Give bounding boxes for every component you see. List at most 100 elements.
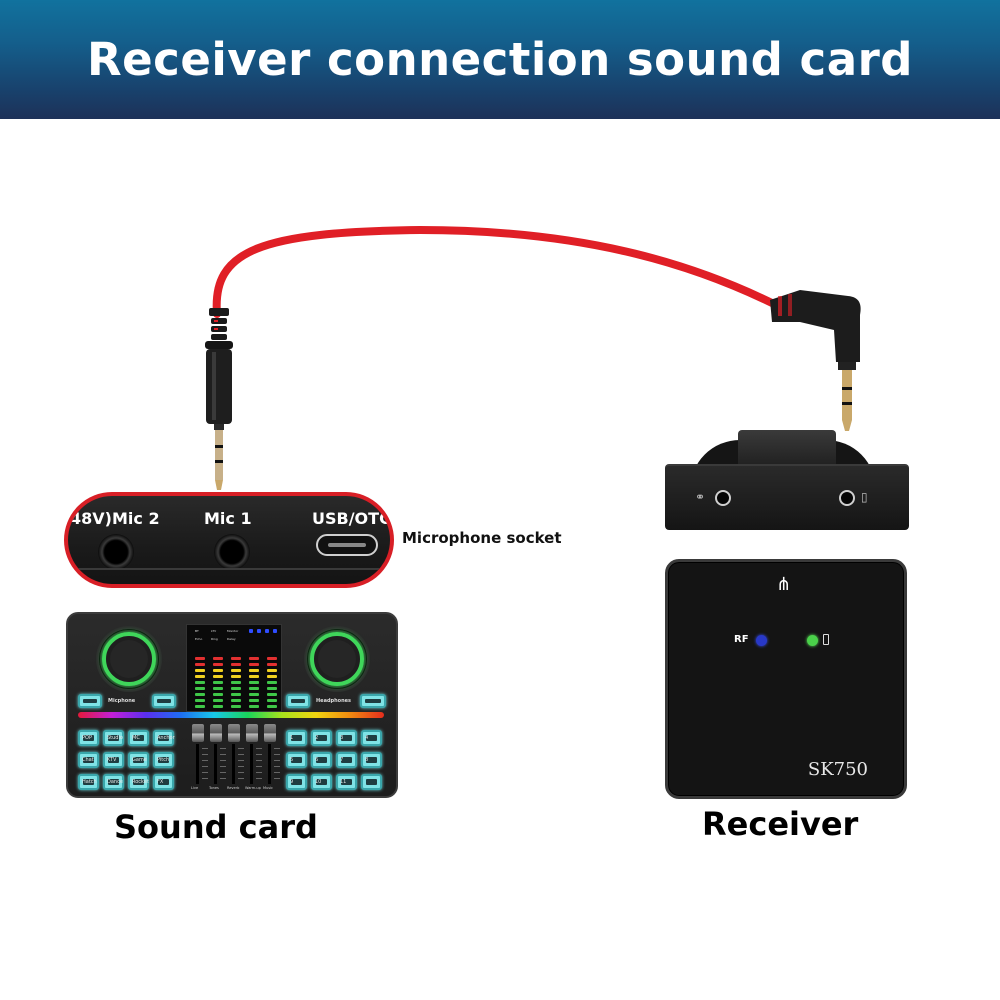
pad-button-label: Pitch xyxy=(157,757,170,763)
screen-cell: Ring xyxy=(211,637,218,641)
pad-button[interactable] xyxy=(78,774,99,790)
meter-segment xyxy=(213,699,223,702)
meter-segment xyxy=(267,669,277,672)
sound-card-console: BT LTV Monitor Echo Ring Delay Micphone … xyxy=(66,612,398,798)
fader-track[interactable] xyxy=(196,744,199,784)
model-name: SK750 xyxy=(807,759,868,780)
meter-column xyxy=(267,657,277,711)
fader-knob[interactable] xyxy=(210,724,222,742)
fader-track[interactable] xyxy=(268,744,271,784)
meter-segment xyxy=(231,693,241,696)
meter-segment xyxy=(249,705,259,708)
meter-segment xyxy=(213,657,223,660)
pad-button[interactable] xyxy=(286,730,307,746)
pad-button[interactable] xyxy=(336,774,357,790)
pad-button[interactable] xyxy=(128,730,149,746)
pad-button[interactable] xyxy=(361,730,382,746)
microphone-socket-callout: Microphone socket xyxy=(402,529,562,547)
fader-label: Tones xyxy=(209,786,219,790)
meter-segment xyxy=(231,687,241,690)
pad-button-label: 3 xyxy=(340,735,344,741)
headphone-jack[interactable] xyxy=(715,490,731,506)
microphone-label: Micphone xyxy=(108,698,136,704)
pad-button-label: 5 xyxy=(290,757,294,763)
fader-track[interactable] xyxy=(232,744,235,784)
pad-button[interactable] xyxy=(286,774,307,790)
indicator-led xyxy=(273,629,277,633)
fader-tick xyxy=(220,748,226,749)
meter-segment xyxy=(267,699,277,702)
fader-tick xyxy=(220,754,226,755)
pad-button[interactable] xyxy=(128,752,149,768)
meter-segment xyxy=(249,687,259,690)
right-angle-plug-icon xyxy=(770,290,861,431)
fader-label: Live xyxy=(191,786,199,790)
mic-mute-button[interactable] xyxy=(78,694,102,708)
meter-segment xyxy=(213,663,223,666)
fader-tick xyxy=(256,766,262,767)
pad-button[interactable] xyxy=(311,774,332,790)
pad-button[interactable] xyxy=(336,730,357,746)
power-status-led xyxy=(807,635,818,646)
pad-button[interactable] xyxy=(311,752,332,768)
microphone-knob[interactable] xyxy=(96,626,162,692)
pad-button-label: 1 xyxy=(290,735,294,741)
pad-button[interactable] xyxy=(153,752,174,768)
pad-button[interactable] xyxy=(78,752,99,768)
meter-column xyxy=(213,657,223,711)
pad-button[interactable] xyxy=(153,730,174,746)
usb-c-port[interactable] xyxy=(316,534,378,556)
pad-button[interactable] xyxy=(128,774,149,790)
fader-track[interactable] xyxy=(214,744,217,784)
mic1-socket[interactable] xyxy=(214,534,250,570)
pad-button-label: FX xyxy=(157,779,164,785)
meter-segment xyxy=(249,699,259,702)
pad-button[interactable] xyxy=(311,730,332,746)
pad-button-label: 2 xyxy=(315,735,319,741)
fader-tick xyxy=(220,766,226,767)
output-jack[interactable] xyxy=(839,490,855,506)
fader-tick xyxy=(274,766,280,767)
meter-segment xyxy=(249,693,259,696)
phone-icon: ▯ xyxy=(861,490,868,504)
meter-segment xyxy=(231,669,241,672)
indicator-led xyxy=(257,629,261,633)
fader-knob[interactable] xyxy=(192,724,204,742)
wireless-antenna-icon: ⋔ xyxy=(776,574,792,595)
fader-knob[interactable] xyxy=(228,724,240,742)
meter-segment xyxy=(249,663,259,666)
pad-button[interactable] xyxy=(153,774,174,790)
pad-button[interactable] xyxy=(286,752,307,768)
meter-segment xyxy=(267,693,277,696)
pad-button[interactable] xyxy=(103,752,124,768)
fader-tick xyxy=(256,778,262,779)
pad-button-label: 9 xyxy=(290,779,294,785)
fader-tick xyxy=(238,760,244,761)
fader-knob[interactable] xyxy=(264,724,276,742)
pad-button[interactable] xyxy=(78,730,99,746)
fader-tick xyxy=(202,778,208,779)
headphones-knob[interactable] xyxy=(304,626,370,692)
pad-button-label: Hatch xyxy=(82,779,97,785)
meter-segment xyxy=(213,693,223,696)
fader-knob[interactable] xyxy=(246,724,258,742)
meter-segment xyxy=(213,681,223,684)
fader-label: Music xyxy=(263,786,273,790)
pad-button[interactable] xyxy=(361,752,382,768)
pad-button[interactable] xyxy=(336,752,357,768)
original-button[interactable] xyxy=(360,694,386,708)
straight-plug-icon xyxy=(205,308,233,490)
pad-button-label: Game xyxy=(132,757,147,763)
pad-button[interactable] xyxy=(361,774,382,790)
receiver-front: ⋔ RF SK750 xyxy=(665,559,907,799)
fader-tick xyxy=(256,748,262,749)
fader-tick xyxy=(202,760,208,761)
pad-button[interactable] xyxy=(103,730,124,746)
fader-track[interactable] xyxy=(250,744,253,784)
pad-button-label: Studio xyxy=(107,735,123,741)
mix-button[interactable] xyxy=(286,694,310,708)
mic2-socket[interactable] xyxy=(98,534,134,570)
add-button[interactable] xyxy=(152,694,176,708)
pad-button[interactable] xyxy=(103,774,124,790)
